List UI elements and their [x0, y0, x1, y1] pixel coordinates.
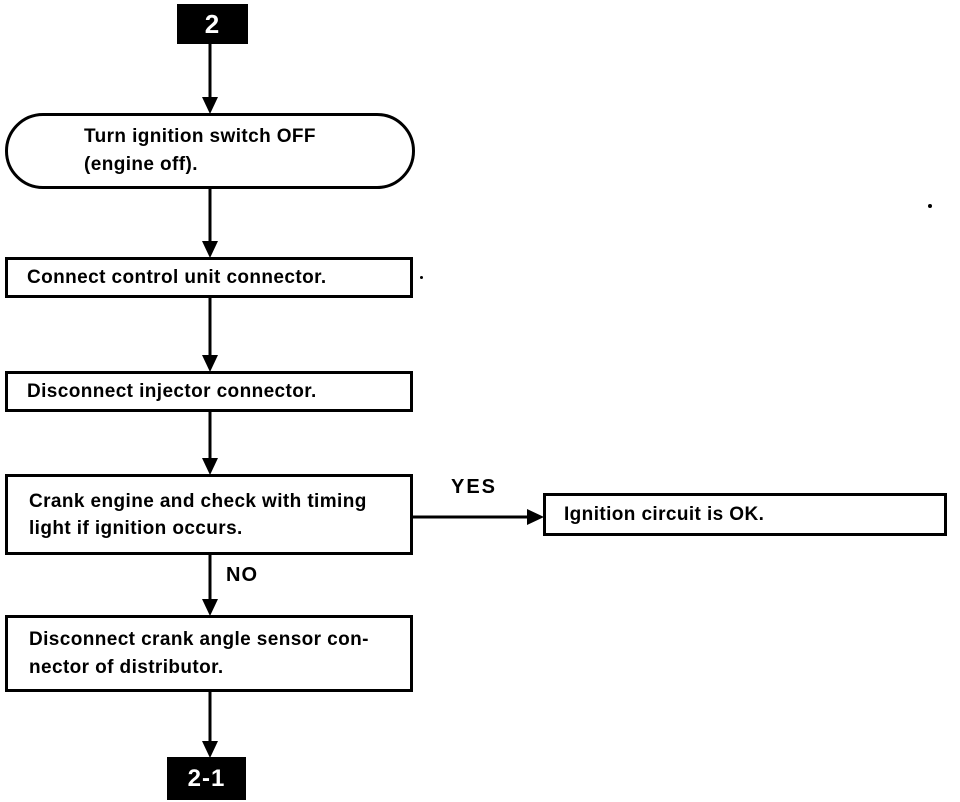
step-crank-engine-check-line2: light if ignition occurs. [29, 517, 243, 539]
scan-speck [928, 204, 932, 208]
edge-ignition-off-to-connect-control-unit [202, 189, 218, 258]
step-turn-ignition-off-line1: Turn ignition switch OFF [84, 126, 316, 147]
edge-crank-engine-yes-to-ignition-ok [413, 509, 544, 525]
step-turn-ignition-off-line2: (engine off). [84, 154, 198, 175]
edge-start-to-ignition-off [202, 44, 218, 114]
edge-disconnect-crank-sensor-to-end [202, 692, 218, 758]
result-ignition-circuit-ok: Ignition circuit is OK. [543, 493, 947, 536]
edge-disconnect-injector-to-crank-engine [202, 412, 218, 475]
terminal-start-label: 2 [204, 8, 221, 39]
terminal-end-2-1: 2-1 [167, 757, 246, 800]
step-disconnect-crank-sensor-line1: Disconnect crank angle sensor con- [29, 628, 369, 650]
step-crank-engine-check-line1: Crank engine and check with timing [29, 490, 367, 512]
edge-crank-engine-no-to-disconnect-crank-sensor [202, 555, 218, 616]
terminal-end-label: 2-1 [187, 764, 226, 792]
step-crank-engine-check: Crank engine and check with timing light… [5, 474, 413, 555]
step-turn-ignition-off: Turn ignition switch OFF (engine off). [5, 113, 415, 189]
step-connect-control-unit-label: Connect control unit connector. [27, 266, 327, 288]
step-connect-control-unit: Connect control unit connector. [5, 257, 413, 298]
step-disconnect-injector-label: Disconnect injector connector. [27, 380, 317, 402]
scan-speck [420, 276, 423, 279]
edge-label-yes: YES [451, 476, 498, 498]
result-ignition-circuit-ok-label: Ignition circuit is OK. [564, 503, 765, 525]
edge-connect-control-unit-to-disconnect-injector [202, 298, 218, 372]
terminal-start-2: 2 [177, 4, 248, 44]
step-disconnect-crank-sensor-line2: nector of distributor. [29, 656, 224, 678]
edge-label-no: NO [226, 564, 258, 586]
step-disconnect-injector: Disconnect injector connector. [5, 371, 413, 412]
step-disconnect-crank-sensor: Disconnect crank angle sensor con- necto… [5, 615, 413, 692]
